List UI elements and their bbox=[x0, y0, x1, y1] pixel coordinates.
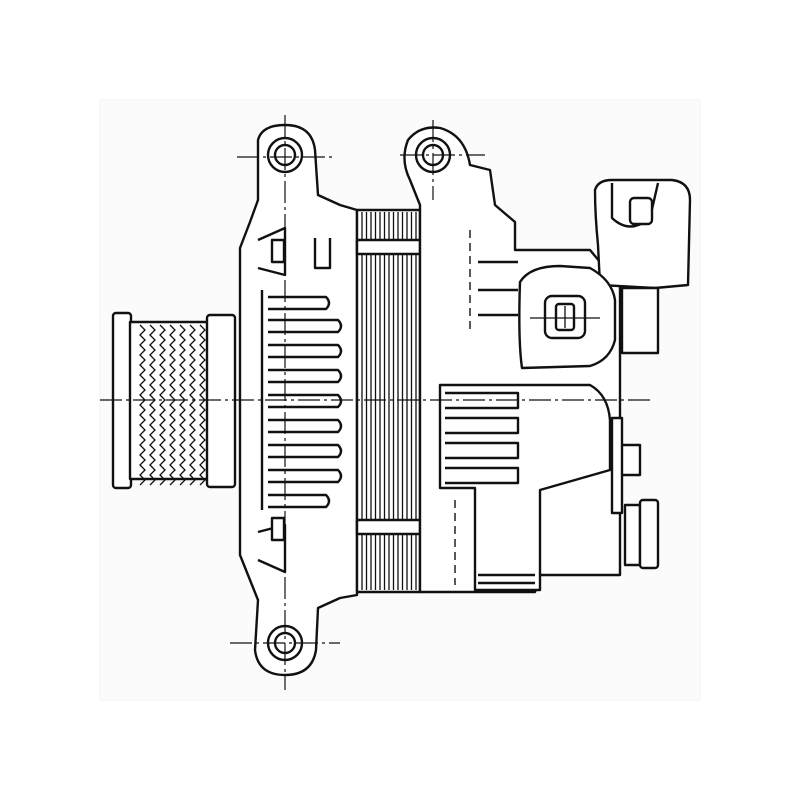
regulator-fin bbox=[445, 416, 520, 435]
cooling-fins bbox=[268, 295, 343, 509]
pulley-groove bbox=[179, 324, 186, 486]
cooling-fin bbox=[268, 468, 343, 484]
cooling-fin bbox=[268, 318, 343, 334]
regulator-fin bbox=[445, 466, 520, 485]
cooling-fin bbox=[268, 443, 343, 459]
pulley-groove bbox=[149, 324, 156, 486]
pulley-groove bbox=[139, 324, 146, 486]
top-terminal bbox=[593, 178, 692, 355]
centerlines bbox=[100, 115, 650, 690]
stator bbox=[355, 208, 422, 594]
cooling-fin bbox=[268, 493, 331, 509]
cooling-fin bbox=[268, 393, 343, 409]
pulley-groove bbox=[169, 324, 176, 486]
output-terminal bbox=[610, 416, 660, 570]
connector-housing bbox=[478, 260, 617, 370]
cooling-fin bbox=[268, 368, 343, 384]
pulley-groove bbox=[189, 324, 196, 486]
pulley-groove bbox=[199, 324, 206, 486]
regulator-cover bbox=[438, 383, 612, 592]
regulator-fin bbox=[445, 441, 520, 460]
cooling-fin bbox=[268, 295, 331, 311]
cooling-fin bbox=[268, 343, 343, 359]
cooling-fin bbox=[268, 418, 343, 434]
pulley-groove bbox=[159, 324, 166, 486]
pulley-grooves bbox=[139, 324, 206, 486]
